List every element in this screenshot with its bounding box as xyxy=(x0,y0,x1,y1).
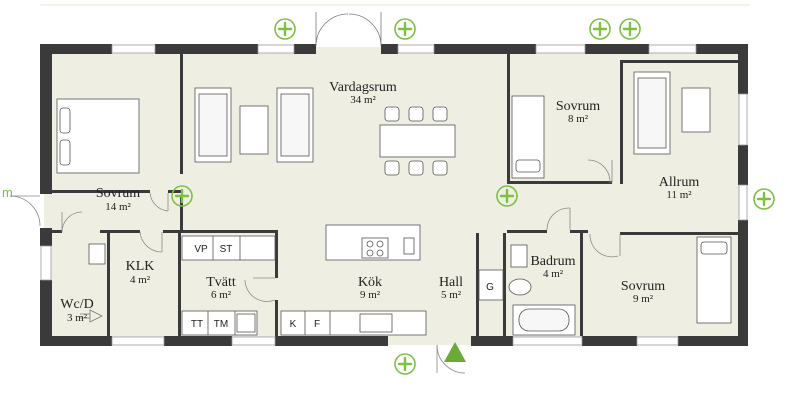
room-name-hall: Hall xyxy=(439,275,463,290)
room-name-allrum: Allrum xyxy=(659,175,700,190)
plus-markers xyxy=(171,18,775,375)
dining-table xyxy=(379,124,456,158)
room-name-sovrum-bottom-right: Sovrum xyxy=(621,279,665,294)
fixture-st: ST xyxy=(220,244,233,255)
room-area-sovrum-bottom-right: 9 m² xyxy=(633,293,654,305)
plus-circle-icon[interactable] xyxy=(619,18,641,40)
room-labels: Sovrum 14 m² Vardagsrum 34 m² Sovrum 8 m… xyxy=(60,80,699,324)
wc-sink xyxy=(88,243,106,265)
windows xyxy=(40,44,748,346)
fixture-tt: TT xyxy=(191,319,203,330)
room-area-sovrum-left: 14 m² xyxy=(105,201,131,213)
fixture-labels: VP ST TT TM K F G xyxy=(191,244,494,330)
floor-area xyxy=(44,47,744,345)
fixture-vp: VP xyxy=(194,244,208,255)
furniture xyxy=(56,71,732,336)
coffee-table xyxy=(239,105,269,155)
wardrobe-hall xyxy=(478,269,504,301)
plus-circle-icon[interactable] xyxy=(753,188,775,210)
door-swings xyxy=(9,159,621,374)
room-name-tvatt: Tvätt xyxy=(206,275,236,290)
fixture-g: G xyxy=(486,282,494,293)
edge-label: m xyxy=(2,185,13,200)
laundry-counter xyxy=(181,235,276,261)
allrum-table xyxy=(681,87,711,133)
kitchen-counter xyxy=(280,310,427,336)
room-area-klk: 4 m² xyxy=(130,274,151,286)
room-area-badrum: 4 m² xyxy=(543,268,564,280)
room-area-sovrum-top-right: 8 m² xyxy=(568,113,589,125)
outer-walls xyxy=(40,44,748,346)
room-area-wc: 3 m² xyxy=(67,312,88,324)
plus-circle-icon[interactable] xyxy=(394,18,416,40)
wc-arrow-icon xyxy=(80,309,103,323)
plus-circle-icon[interactable] xyxy=(589,18,611,40)
fixture-dividers xyxy=(207,236,331,335)
room-name-kok: Kök xyxy=(358,275,382,290)
bath-sink xyxy=(510,244,528,268)
fixture-k: K xyxy=(290,319,297,330)
fixture-tm: TM xyxy=(214,319,228,330)
room-area-allrum: 11 m² xyxy=(666,189,692,201)
entrance-arrow-icon xyxy=(444,342,466,362)
plus-circle-icon[interactable] xyxy=(394,353,416,375)
plus-circle-icon[interactable] xyxy=(274,18,296,40)
room-name-sovrum-top-right: Sovrum xyxy=(556,99,600,114)
plus-circle-icon[interactable] xyxy=(171,185,193,207)
interior-walls xyxy=(52,54,740,336)
patio-doors xyxy=(315,12,382,47)
room-area-hall: 5 m² xyxy=(441,289,462,301)
room-name-sovrum-left: Sovrum xyxy=(96,186,140,201)
room-area-kok: 9 m² xyxy=(360,289,381,301)
double-bed xyxy=(56,98,140,174)
plus-circle-icon[interactable] xyxy=(496,185,518,207)
bath-toilet xyxy=(508,278,532,296)
room-area-vardagsrum: 34 m² xyxy=(350,94,376,106)
room-name-vardagsrum: Vardagsrum xyxy=(329,80,397,95)
room-name-badrum: Badrum xyxy=(530,254,575,269)
fixture-f: F xyxy=(314,319,320,330)
room-name-klk: KLK xyxy=(126,259,155,274)
room-area-tvatt: 6 m² xyxy=(211,289,232,301)
room-name-wc: Wc/D xyxy=(60,297,93,312)
